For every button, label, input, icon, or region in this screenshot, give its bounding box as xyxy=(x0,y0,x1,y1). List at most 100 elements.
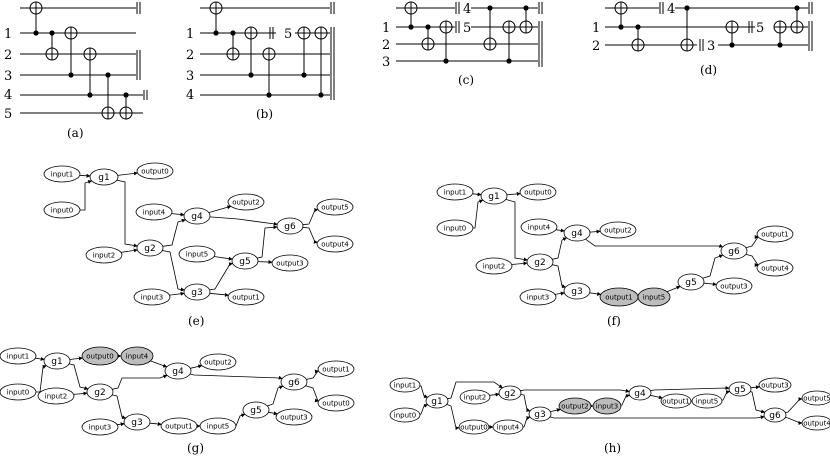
graph-node-label: input2 xyxy=(464,394,486,402)
graph-node-label: output1 xyxy=(322,366,350,374)
graph-node-output1: output1 xyxy=(317,360,355,378)
edge-arrow xyxy=(552,237,567,260)
graph-node-label: input3 xyxy=(89,424,111,432)
edge-arrow xyxy=(209,216,278,226)
graph-node-label: g2 xyxy=(534,258,545,268)
edge-arrow xyxy=(419,404,428,415)
graph-node-label: output2 xyxy=(204,359,232,367)
graph-node-label: output1 xyxy=(232,294,260,302)
edge-arrow xyxy=(35,356,45,361)
graph-node-input2: input2 xyxy=(475,257,513,275)
graph-node-label: input2 xyxy=(45,393,67,401)
graph-node-label: g5 xyxy=(685,278,696,288)
graph-node-label: input1 xyxy=(444,189,466,197)
qubit-label-d: 2 xyxy=(592,39,600,54)
graph-node-g2: g2 xyxy=(526,253,554,271)
edge-arrow xyxy=(650,394,663,400)
edge-arrow xyxy=(446,404,460,431)
graph-node-label: input3 xyxy=(527,294,549,302)
graph-node-g5: g5 xyxy=(677,273,705,291)
edge-arrow xyxy=(117,171,138,176)
graph-node-g5: g5 xyxy=(728,381,752,397)
edge-arrow xyxy=(702,254,724,279)
circuit-b: 5 1 2 3 4 (b) xyxy=(186,1,335,121)
graph-node-output4: output4 xyxy=(801,415,830,431)
graph-node-label: g3 xyxy=(571,287,582,297)
edge-arrow xyxy=(73,391,88,396)
graph-node-output0: output0 xyxy=(317,394,355,412)
graph-node-input2: input2 xyxy=(459,389,491,405)
graph-node-label: input5 xyxy=(696,398,718,406)
qubit-label-d: 1 xyxy=(592,21,600,36)
edge-arrow xyxy=(555,228,565,233)
edge-arrow xyxy=(554,291,565,296)
graph-node-label: output4 xyxy=(761,265,789,273)
graph-node-output5: output5 xyxy=(316,198,354,216)
graph-node-label: output5 xyxy=(803,395,830,403)
edge-arrow xyxy=(149,421,162,426)
graph-node-label: input5 xyxy=(186,251,208,259)
graph-node-label: g3 xyxy=(131,418,142,428)
graph-node-g2: g2 xyxy=(86,383,114,401)
caption-d: (d) xyxy=(700,63,717,77)
graph-node-label: input3 xyxy=(596,403,618,411)
graph-node-label: output4 xyxy=(803,420,830,428)
graph-node-input4: input4 xyxy=(135,203,173,221)
graph-node-label: input2 xyxy=(483,263,505,271)
graph-node-g6: g6 xyxy=(280,373,308,391)
edge-arrow xyxy=(745,235,759,249)
graph-node-output0: output0 xyxy=(458,419,490,435)
graph-node-label: input0 xyxy=(394,412,416,420)
qubit-label-c: 3 xyxy=(382,55,390,70)
graph-node-g3: g3 xyxy=(183,283,211,301)
graph-node-output1: output1 xyxy=(756,225,794,243)
edge-arrow xyxy=(666,285,681,293)
graph-node-g5: g5 xyxy=(231,252,259,270)
edge-arrow xyxy=(208,205,232,213)
graph-node-label: output1 xyxy=(165,423,193,431)
graph-node-label: output3 xyxy=(280,414,308,422)
graph-node-input3: input3 xyxy=(592,397,622,415)
graph-node-label: input4 xyxy=(143,209,166,217)
graph-node-input3: input3 xyxy=(81,418,119,436)
graph-node-input4: input4 xyxy=(492,419,524,435)
graph-node-label: g2 xyxy=(94,388,105,398)
edge-arrow xyxy=(589,229,601,234)
graph-node-label: g2 xyxy=(144,244,155,254)
graph-node-label: g4 xyxy=(172,367,184,377)
qubit-label-b-inline: 5 xyxy=(284,27,292,42)
edge-arrow xyxy=(552,264,566,288)
edge-arrow xyxy=(505,199,528,262)
graph-node-label: output1 xyxy=(605,294,633,302)
graph-node-label: g2 xyxy=(504,389,515,399)
edge-arrow xyxy=(169,291,185,296)
graph-node-input4: input4 xyxy=(520,218,558,236)
graph-node-output2: output2 xyxy=(558,397,592,415)
edge-arrow xyxy=(190,364,203,369)
graph-node-output2: output2 xyxy=(599,221,637,239)
graph-node-g4: g4 xyxy=(628,385,652,401)
qubit-label-c: 1 xyxy=(382,21,390,36)
graph-node-input0: input0 xyxy=(389,407,421,423)
edge-arrow xyxy=(257,225,278,259)
edge-arrow xyxy=(257,260,273,265)
graph-node-output1: output1 xyxy=(160,417,198,435)
qubit-label-a: 4 xyxy=(4,88,12,103)
caption-e: (e) xyxy=(188,314,204,328)
edge-arrow xyxy=(305,385,319,403)
edge-arrow xyxy=(585,238,724,248)
circuit-a: 1 2 3 4 5 (a) xyxy=(4,1,148,140)
qubit-label-b: 3 xyxy=(186,69,194,84)
caption-h: (h) xyxy=(604,441,621,455)
graph-node-label: output0 xyxy=(141,168,169,176)
graph-node-label: input1 xyxy=(394,382,416,390)
graph-node-input1: input1 xyxy=(43,165,81,183)
edge-arrow xyxy=(620,394,630,406)
graph-node-label: output2 xyxy=(604,227,632,235)
edge-arrow xyxy=(189,373,283,380)
edge-arrow xyxy=(721,390,731,401)
graph-node-input1: input1 xyxy=(0,347,37,365)
